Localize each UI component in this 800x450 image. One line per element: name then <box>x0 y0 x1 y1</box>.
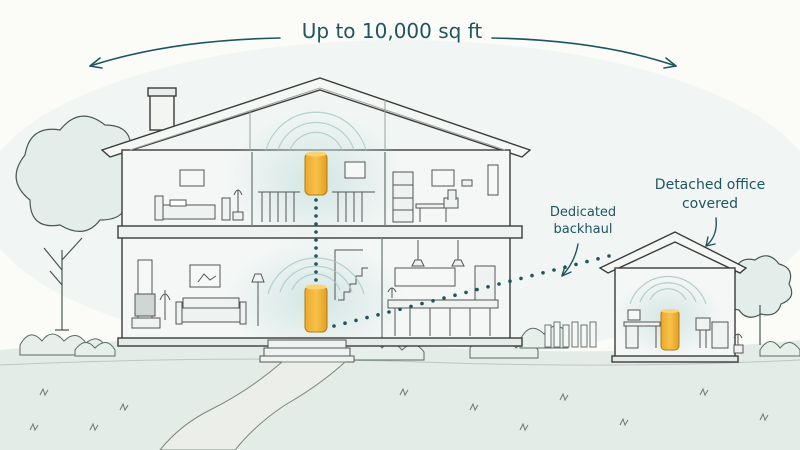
porch-steps <box>259 339 355 363</box>
mesh-router-icon <box>304 284 328 333</box>
grass-tufts <box>29 387 769 432</box>
backhaul-to-office-dots <box>332 254 611 328</box>
span-arrow <box>89 37 677 69</box>
bedroom-furniture <box>154 169 244 221</box>
callout-arrow <box>561 217 717 277</box>
backhaul-label-line1: Dedicated <box>549 205 617 220</box>
kitchen-furniture <box>334 240 499 336</box>
picket-fence <box>544 321 597 348</box>
garden-path <box>159 361 347 450</box>
wifi-signal-arcs <box>265 111 367 295</box>
mesh-router-icon <box>304 151 328 196</box>
mesh-router-icon <box>660 309 680 351</box>
backhaul-label-line2: backhaul <box>553 222 613 237</box>
coverage-title: Up to 10,000 sq ft <box>301 19 483 43</box>
backhaul-label: Dedicated backhaul <box>528 204 638 238</box>
backhaul-vertical-dots <box>314 198 318 282</box>
stair-railing <box>258 161 375 222</box>
office-furniture <box>623 309 744 354</box>
detached-office-label: Detached office covered <box>640 176 780 214</box>
home-office-furniture <box>392 164 499 223</box>
office-label-line2: covered <box>681 196 739 212</box>
office-label-line1: Detached office <box>654 177 766 193</box>
living-room-furniture <box>131 259 265 329</box>
